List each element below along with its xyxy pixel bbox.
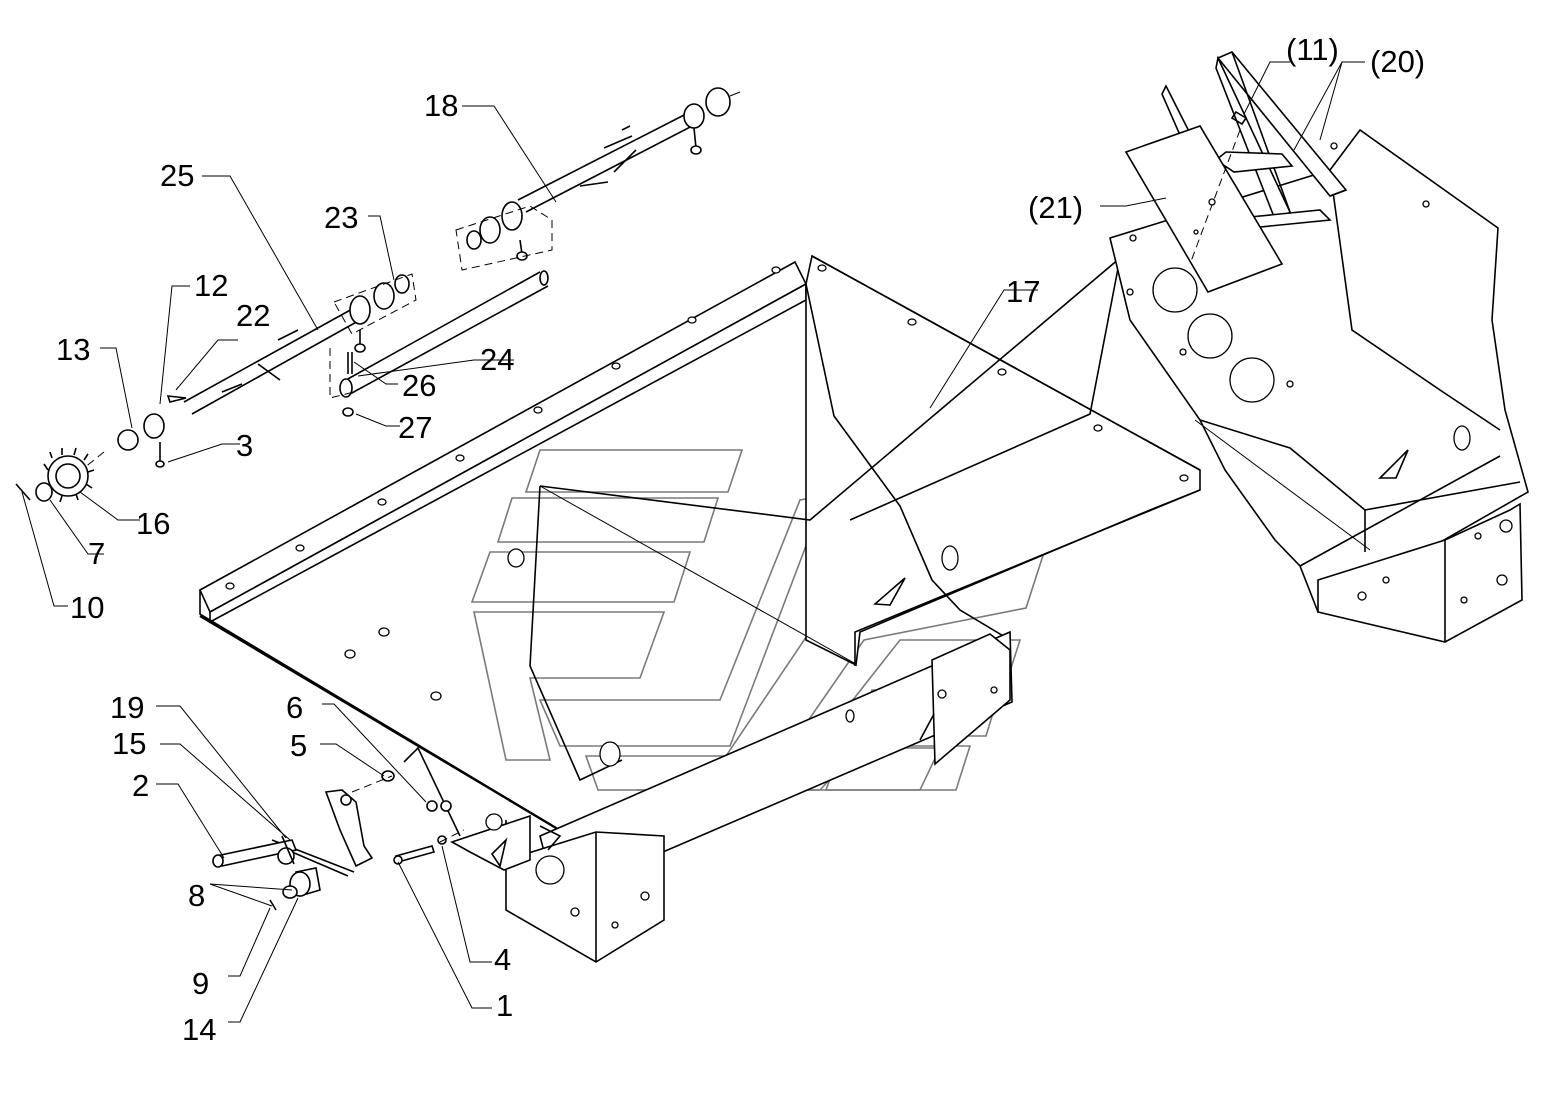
label-22: 22 bbox=[236, 298, 270, 333]
label-3: 3 bbox=[236, 428, 253, 463]
label-6: 6 bbox=[286, 690, 303, 725]
label-4: 4 bbox=[494, 942, 511, 977]
lever-group bbox=[212, 770, 465, 911]
label-14: 14 bbox=[182, 1012, 216, 1047]
label-10: 10 bbox=[70, 590, 104, 625]
label-11: (11) bbox=[1286, 32, 1339, 67]
label-1: 1 bbox=[496, 988, 513, 1023]
shaft-18-assembly bbox=[455, 87, 741, 271]
label-5: 5 bbox=[290, 728, 307, 763]
label-7: 7 bbox=[88, 536, 105, 571]
label-26: 26 bbox=[402, 368, 436, 403]
main-frame-assembly bbox=[198, 254, 1201, 963]
part-labels: 1 2 3 4 5 6 7 8 9 10 (11) 12 13 14 15 16… bbox=[56, 32, 1425, 1047]
label-8: 8 bbox=[188, 878, 205, 913]
label-20: (20) bbox=[1370, 44, 1425, 79]
label-27: 27 bbox=[398, 410, 432, 445]
label-23: 23 bbox=[324, 200, 358, 235]
side-housing-assembly bbox=[1109, 51, 1529, 643]
label-9: 9 bbox=[192, 966, 209, 1001]
label-17: 17 bbox=[1006, 274, 1040, 309]
label-18: 18 bbox=[424, 88, 458, 123]
label-21: (21) bbox=[1028, 190, 1083, 225]
shaft-24-assembly bbox=[329, 270, 549, 417]
label-2: 2 bbox=[132, 768, 149, 803]
shaft-25-assembly bbox=[166, 273, 417, 415]
label-19: 19 bbox=[110, 690, 144, 725]
label-13: 13 bbox=[56, 332, 90, 367]
label-25: 25 bbox=[160, 158, 194, 193]
sprocket-group bbox=[15, 413, 165, 503]
leader-lines bbox=[21, 61, 1365, 1023]
label-16: 16 bbox=[136, 506, 170, 541]
label-12: 12 bbox=[194, 268, 228, 303]
label-15: 15 bbox=[112, 726, 146, 761]
tray-holes bbox=[225, 264, 1189, 767]
label-24: 24 bbox=[480, 342, 514, 377]
